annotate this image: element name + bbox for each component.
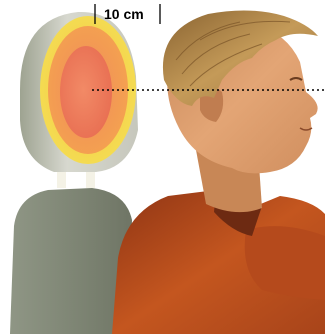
measurement-label: 10 cm — [104, 6, 144, 22]
headrest-target-center — [60, 46, 112, 138]
seat-back — [10, 188, 132, 334]
